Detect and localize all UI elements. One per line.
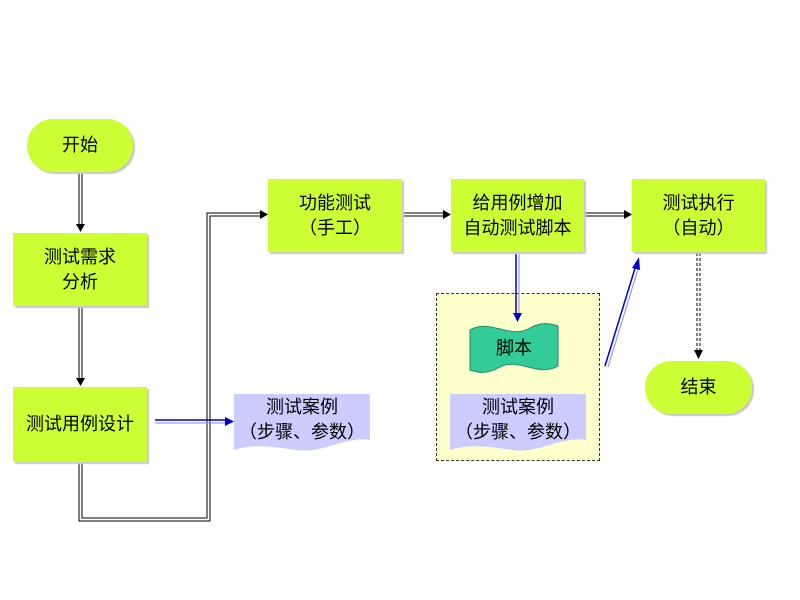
script-document-label: 脚本: [496, 337, 532, 359]
edge-start-to-analysis: [76, 172, 85, 232]
test-case-document-left-label: 测试案例 （步骤、参数）: [239, 397, 365, 443]
test-case-document-left-shape: [234, 394, 370, 451]
end-node: 结束: [645, 361, 752, 414]
start-node: 开始: [27, 119, 133, 172]
edge-analysis-to-design: [76, 306, 85, 386]
edge-addscript-to-script: [513, 254, 522, 322]
requirements-analysis-node: 测试需求 分析: [13, 233, 147, 306]
edge-design-to-functional: [78, 210, 268, 522]
test-case-design-node: 测试用例设计: [13, 387, 147, 462]
test-case-document-right-shape: [450, 394, 586, 451]
edge-design-to-testcase: [155, 417, 234, 426]
script-document-shape: [469, 323, 559, 373]
edge-functional-to-addscript: [404, 210, 451, 219]
test-execution-node: 测试执行 （自动）: [632, 179, 765, 252]
test-case-document-right-label: 测试案例 （步骤、参数）: [455, 397, 581, 443]
add-automation-script-node: 给用例增加 自动测试脚本: [451, 179, 584, 252]
edge-addscript-to-execute: [585, 210, 632, 219]
edge-execute-to-end: [694, 253, 703, 359]
edge-group-to-execute: [604, 257, 640, 368]
functional-test-node: 功能测试 （手工）: [268, 179, 402, 252]
